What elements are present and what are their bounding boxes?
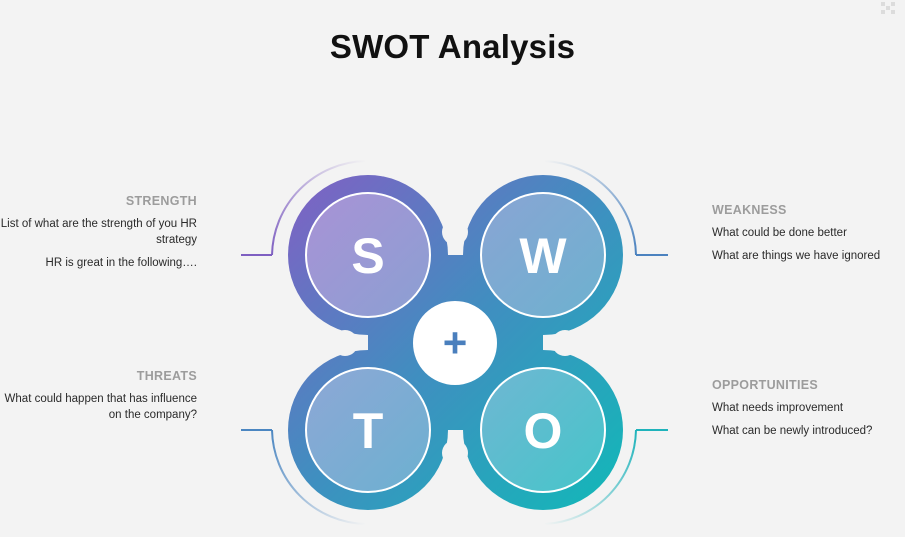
weakness-line-2: What are things we have ignored <box>712 250 881 262</box>
opportunities-heading: OPPORTUNITIES <box>712 378 818 392</box>
strength-line-1: List of what are the strength of you HR … <box>0 218 197 246</box>
threats-text-block: THREATS What could happen that has influ… <box>0 368 197 430</box>
clover-notches <box>332 219 578 466</box>
page-title: SWOT Analysis <box>329 28 576 65</box>
opportunities-text-block: OPPORTUNITIES What needs improvement Wha… <box>712 377 902 446</box>
strength-letter: S <box>351 228 384 284</box>
weakness-heading: WEAKNESS <box>712 203 787 217</box>
decorative-cross-icon <box>881 2 895 14</box>
weakness-circle: W <box>480 192 606 318</box>
weakness-text-block: WEAKNESS What could be done better What … <box>712 202 902 271</box>
threats-line-1: What could happen that has influence on … <box>4 393 197 421</box>
strength-circle: S <box>305 192 431 318</box>
weakness-letter: W <box>519 228 567 284</box>
strength-connector <box>241 160 366 256</box>
opportunities-connector <box>544 429 668 525</box>
opportunities-line-1: What needs improvement <box>712 402 844 414</box>
opportunities-circle: O <box>480 367 606 493</box>
threats-connector <box>241 429 366 525</box>
opportunities-letter: O <box>524 403 563 459</box>
threats-circle: T <box>305 367 431 493</box>
strength-text-block: STRENGTH List of what are the strength o… <box>0 193 197 278</box>
threats-letter: T <box>353 403 384 459</box>
strength-line-2: HR is great in the following…. <box>45 257 197 269</box>
threats-heading: THREATS <box>136 369 197 383</box>
center-plus: + <box>413 301 497 385</box>
strength-heading: STRENGTH <box>125 194 197 208</box>
opportunities-line-2: What can be newly introduced? <box>712 425 873 437</box>
weakness-line-1: What could be done better <box>712 227 847 239</box>
plus-icon: + <box>443 319 468 366</box>
weakness-connector <box>544 160 668 256</box>
